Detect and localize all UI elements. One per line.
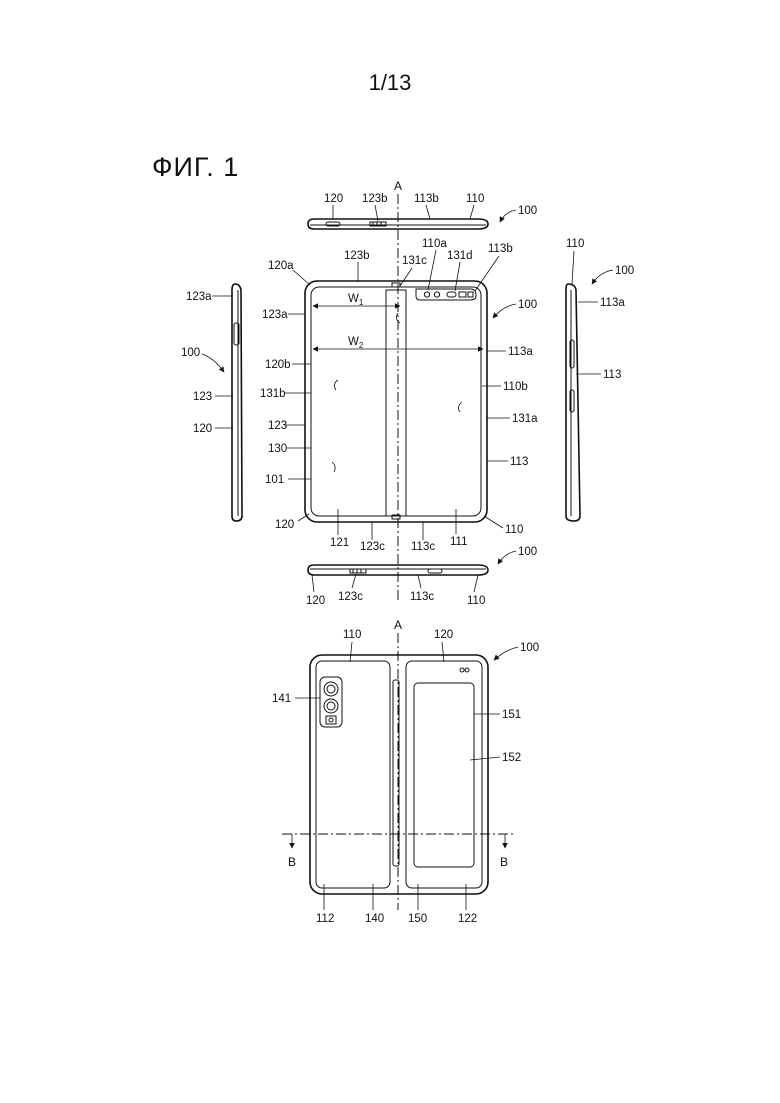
label-110-right: 110 bbox=[566, 238, 584, 250]
label-110-front: 110 bbox=[505, 524, 523, 536]
label-113a-front: 113a bbox=[508, 346, 533, 358]
label-100-front: 100 bbox=[518, 299, 537, 311]
label-150: 150 bbox=[408, 913, 427, 925]
label-152: 152 bbox=[502, 752, 521, 764]
label-110b: 110b bbox=[503, 381, 528, 393]
label-100-top: 100 bbox=[518, 205, 537, 217]
label-111: 111 bbox=[450, 536, 467, 548]
label-131c: 131c bbox=[402, 255, 427, 267]
label-123c-bottom: 123c bbox=[338, 591, 363, 603]
label-110a: 110a bbox=[422, 238, 447, 250]
label-101: 101 bbox=[265, 474, 284, 486]
label-123-front: 123 bbox=[268, 420, 287, 432]
label-123-left: 123 bbox=[193, 391, 212, 403]
label-113c-bottom: 113c bbox=[410, 591, 434, 603]
label-140: 140 bbox=[365, 913, 384, 925]
label-123b-top: 123b bbox=[362, 193, 388, 205]
label-123a-front: 123a bbox=[262, 309, 288, 321]
label-123a-left: 123a bbox=[186, 291, 212, 303]
axis-b-label-left: B bbox=[288, 855, 296, 869]
front-display-area bbox=[311, 287, 481, 516]
right-side-outline bbox=[566, 284, 580, 521]
label-120a: 120a bbox=[268, 260, 294, 272]
label-100-rear: 100 bbox=[520, 642, 539, 654]
label-141: 141 bbox=[272, 693, 291, 705]
right-side-view bbox=[566, 284, 580, 521]
label-120-left: 120 bbox=[193, 423, 212, 435]
left-side-outline bbox=[232, 284, 242, 521]
label-122: 122 bbox=[458, 913, 477, 925]
label-100-left: 100 bbox=[181, 347, 200, 359]
label-113b-front: 113b bbox=[488, 243, 513, 255]
label-131b: 131b bbox=[260, 388, 286, 400]
label-110-rear: 110 bbox=[343, 629, 361, 641]
label-120-rear: 120 bbox=[434, 629, 453, 641]
label-112: 112 bbox=[316, 913, 334, 925]
front-camera-cutout bbox=[416, 289, 476, 300]
label-113-front: 113 bbox=[510, 456, 528, 468]
label-123c-front: 123c bbox=[360, 541, 385, 553]
label-113b-top: 113b bbox=[414, 193, 439, 205]
left-side-view bbox=[232, 284, 242, 521]
axis-b-label-right: B bbox=[500, 855, 508, 869]
label-151: 151 bbox=[502, 709, 521, 721]
label-120-front: 120 bbox=[275, 519, 294, 531]
label-113a-right: 113a bbox=[600, 297, 625, 309]
label-113-right: 113 bbox=[603, 369, 621, 381]
rear-view-device bbox=[310, 655, 488, 894]
label-100-bottom: 100 bbox=[518, 546, 537, 558]
label-110-top: 110 bbox=[466, 193, 484, 205]
label-120-top: 120 bbox=[324, 193, 343, 205]
cover-display-frame bbox=[414, 683, 474, 867]
hinge-strip bbox=[386, 290, 406, 516]
label-120-bottom: 120 bbox=[306, 595, 325, 607]
label-113c-front: 113c bbox=[411, 541, 435, 553]
label-100-right: 100 bbox=[615, 265, 634, 277]
rear-right-panel bbox=[406, 661, 482, 888]
axis-a-label-bottom: A bbox=[394, 618, 402, 632]
label-110-bottom: 110 bbox=[467, 595, 485, 607]
label-121: 121 bbox=[330, 537, 349, 549]
label-131d: 131d bbox=[447, 250, 473, 262]
front-view-device bbox=[305, 281, 487, 522]
axis-a-label-top: A bbox=[394, 179, 402, 193]
label-w1: W1 bbox=[348, 293, 364, 307]
label-120b: 120b bbox=[265, 359, 291, 371]
label-130: 130 bbox=[268, 443, 287, 455]
label-123b-front: 123b bbox=[344, 250, 370, 262]
label-131a: 131a bbox=[512, 413, 538, 425]
label-w2: W2 bbox=[348, 336, 364, 350]
